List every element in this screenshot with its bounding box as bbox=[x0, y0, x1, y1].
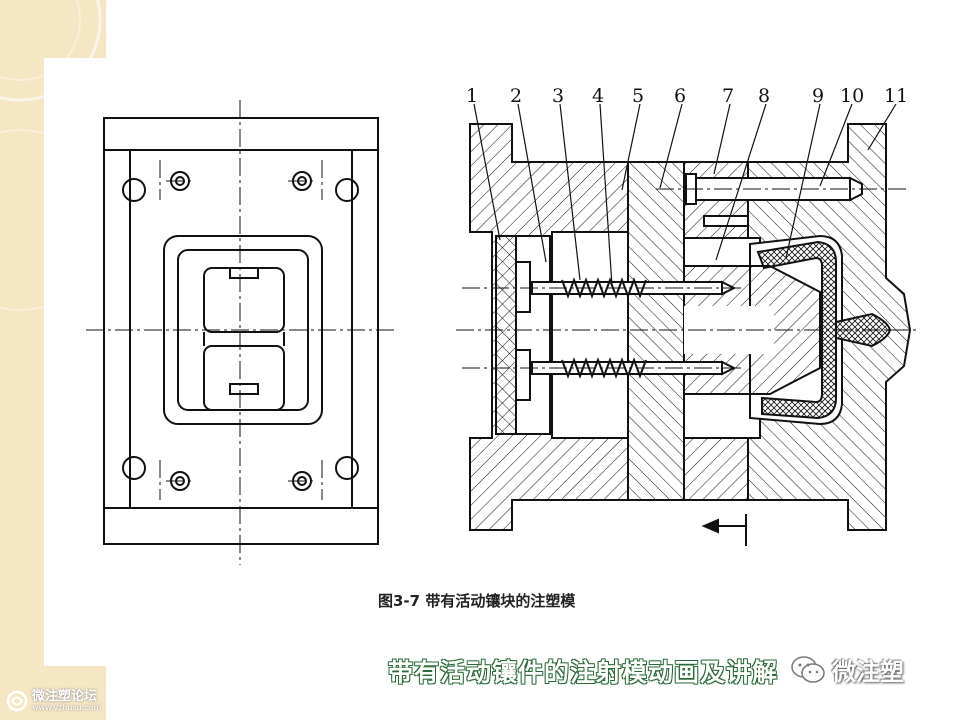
part-number-2: 2 bbox=[510, 85, 522, 107]
part-number-11: 11 bbox=[884, 85, 908, 107]
part-number-8: 8 bbox=[758, 85, 770, 107]
arrow-left-icon bbox=[701, 514, 747, 546]
forum-watermark: 微注塑论坛 www.vzhusu.com bbox=[6, 690, 101, 712]
part-number-5: 5 bbox=[632, 85, 644, 107]
bolt-hole-icon bbox=[335, 178, 359, 202]
plan-bottom-clamp-plate bbox=[103, 507, 379, 545]
bolt-hole-icon bbox=[122, 456, 146, 480]
part-number-1: 1 bbox=[466, 85, 478, 107]
bolt-hole-icon bbox=[122, 178, 146, 202]
part-number-labels: 1 2 3 4 5 6 7 8 9 10 11 bbox=[466, 85, 908, 107]
bolt-hole-icon bbox=[335, 456, 359, 480]
part-number-6: 6 bbox=[674, 85, 686, 107]
support-plate bbox=[627, 161, 685, 501]
forum-url: www.vzhusu.com bbox=[32, 703, 102, 712]
plan-centerlines bbox=[86, 100, 398, 565]
wechat-watermark: 微注塑 bbox=[790, 652, 904, 687]
plan-top-clamp-plate bbox=[103, 117, 379, 151]
plan-insert-top-slot bbox=[229, 267, 259, 279]
wechat-icon bbox=[791, 655, 825, 683]
slide-title: 带有活动镶件的注射模动画及讲解 bbox=[388, 658, 779, 687]
plan-insert-bottom bbox=[203, 345, 285, 411]
forum-logo-icon bbox=[6, 690, 28, 712]
part-number-7: 7 bbox=[722, 85, 734, 107]
forum-name: 微注塑论坛 bbox=[32, 689, 98, 704]
part-number-4: 4 bbox=[592, 85, 604, 107]
section-centerlines bbox=[456, 188, 918, 369]
plan-mold-plate bbox=[129, 149, 353, 509]
plan-insert-bottom-slot bbox=[229, 383, 259, 395]
background-swirl bbox=[0, 0, 110, 311]
leader-lines bbox=[473, 103, 897, 287]
part-number-9: 9 bbox=[812, 85, 824, 107]
figure-caption: 图3-7 带有活动镶块的注塑模 bbox=[378, 592, 576, 610]
wechat-account-name: 微注塑 bbox=[832, 658, 904, 686]
section-view bbox=[469, 123, 912, 531]
part-number-10: 10 bbox=[840, 85, 864, 107]
plan-view bbox=[103, 117, 379, 545]
plastic-part bbox=[756, 240, 837, 420]
part-number-3: 3 bbox=[552, 85, 564, 107]
spring-icon bbox=[561, 277, 647, 379]
